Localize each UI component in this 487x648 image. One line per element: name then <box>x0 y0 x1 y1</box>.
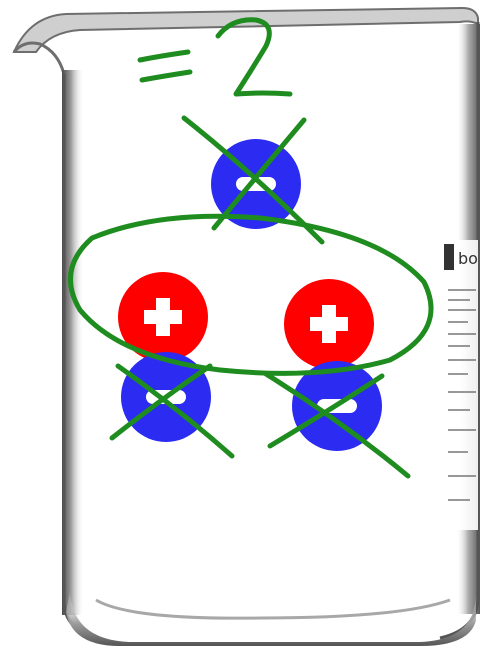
beaker-rim <box>14 8 478 52</box>
cation-right <box>284 279 374 369</box>
beaker-brand-text: bo <box>458 249 478 268</box>
beaker: bo <box>14 8 480 646</box>
beaker-label: bo <box>442 240 478 530</box>
equals-two-annotation <box>140 20 290 94</box>
